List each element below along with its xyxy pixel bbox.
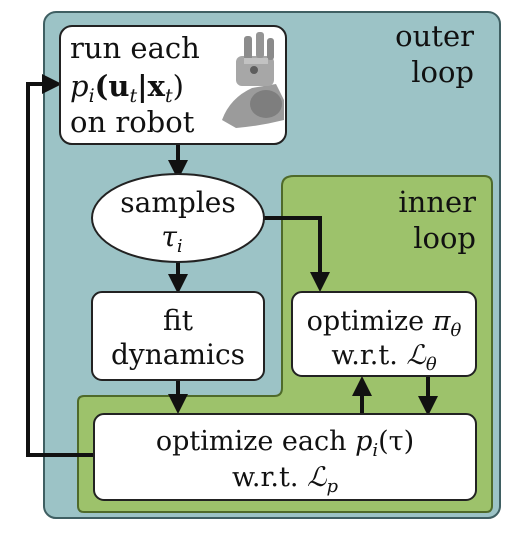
run-paren-u: (u (95, 69, 130, 103)
inner-loop-label-line1: inner (398, 185, 476, 219)
run-p-subscript: i (89, 85, 95, 107)
fit-label-line1: fit (163, 304, 194, 337)
optimize-p-loss-subscript: p (326, 476, 338, 497)
fit-label-line2: dynamics (111, 338, 245, 371)
run-bar-x: |x (137, 69, 166, 103)
optimize-p-tau: (τ) (378, 426, 414, 457)
optimize-pi-subscript: θ (450, 320, 461, 341)
optimize-p-symbol: p (355, 426, 372, 457)
run-label-line3: on robot (70, 105, 195, 139)
arrow-samples-to-optimize-pi (262, 216, 330, 292)
optimize-p-wrt: w.r.t. (232, 462, 307, 493)
samples-tau-symbol: τ (161, 220, 177, 253)
robot-arm-image (222, 32, 284, 128)
optimize-p-loss-symbol: ℒ (307, 462, 327, 493)
optimize-p-subscript: i (372, 440, 378, 461)
optimize-pi-box (291, 291, 477, 377)
run-label-line1: run each (70, 31, 200, 65)
inner-loop-label-line2: loop (413, 221, 476, 255)
optimize-pi-symbol: π (432, 306, 452, 337)
samples-node (91, 173, 265, 263)
optimize-pi-loss-subscript: θ (426, 354, 437, 375)
run-x-subscript: t (165, 85, 173, 107)
run-p-symbol: p (70, 69, 89, 103)
samples-tau-subscript: i (177, 236, 183, 257)
optimize-pi-loss-symbol: ℒ (406, 340, 426, 371)
samples-label-line2: τi (161, 220, 182, 257)
outer-loop-label-line2: loop (411, 55, 474, 89)
optimize-p-box (93, 413, 477, 501)
run-label-line2: pi(ut|xt) (70, 69, 184, 107)
optimize-pi-word: optimize (307, 306, 433, 337)
feedback-arrow (26, 74, 94, 457)
optimize-pi-label-line2: w.r.t. ℒθ (331, 340, 436, 375)
outer-loop-label-line1: outer (395, 19, 474, 53)
optimize-p-word: optimize each (156, 426, 355, 457)
samples-label-line1: samples (120, 186, 235, 219)
fit-dynamics-box (91, 291, 265, 381)
run-u-subscript: t (129, 85, 137, 107)
optimize-pi-wrt: w.r.t. (331, 340, 406, 371)
optimize-p-label-line2: w.r.t. ℒp (232, 462, 338, 497)
optimize-p-label-line1: optimize each pi(τ) (156, 426, 414, 461)
optimize-pi-label-line1: optimize πθ (307, 306, 462, 341)
run-close-paren: ) (173, 69, 184, 103)
